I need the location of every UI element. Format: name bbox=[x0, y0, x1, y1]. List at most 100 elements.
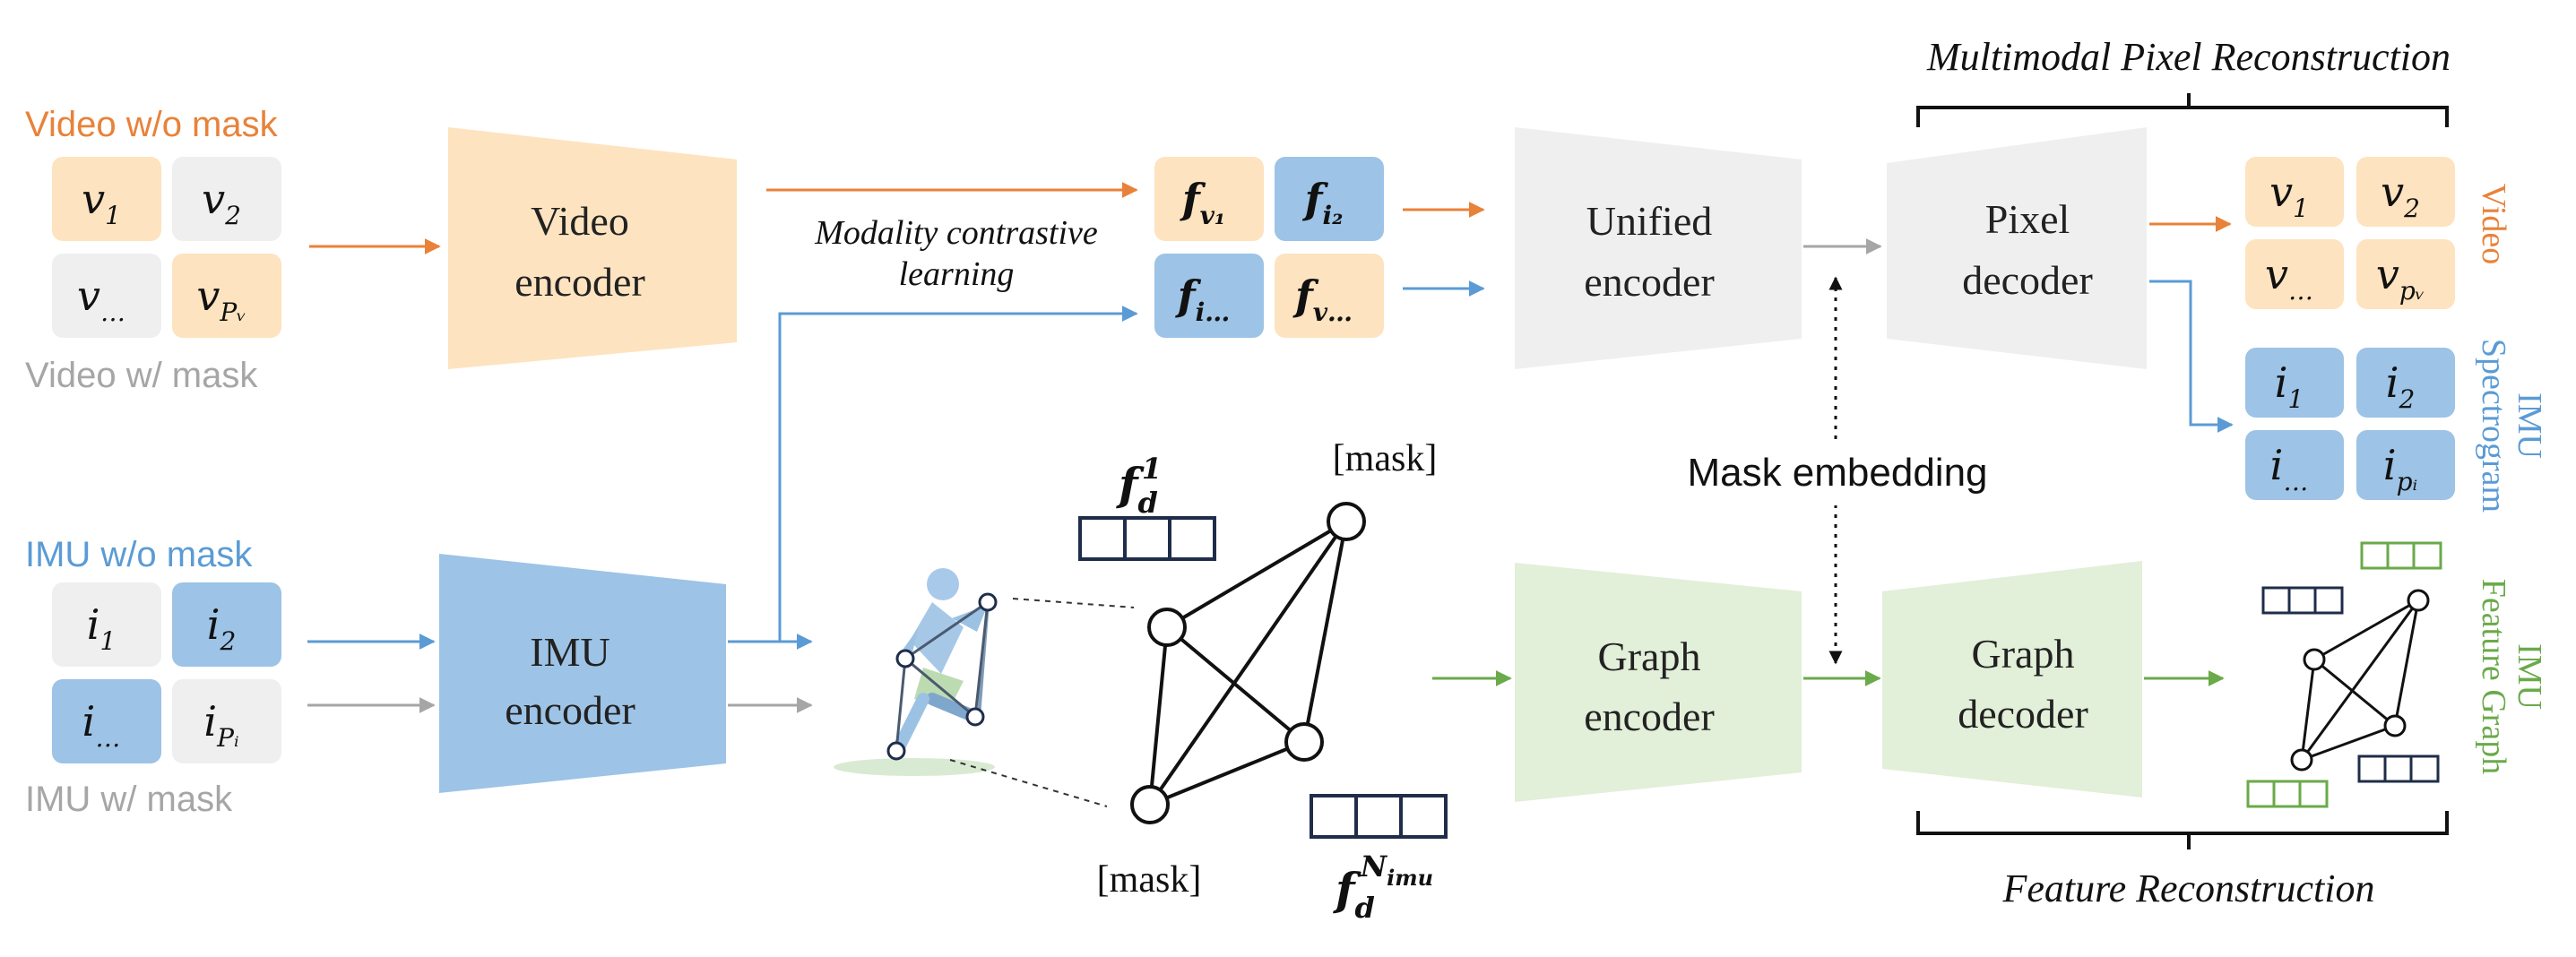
video-output-token-symbol: vpᵥ bbox=[2376, 250, 2425, 306]
video-input-token-1: v1 bbox=[52, 157, 161, 241]
imu-output-token-box bbox=[2245, 348, 2344, 418]
graph-node-masked bbox=[1327, 502, 1366, 541]
imu-output-token-3: i… bbox=[2245, 430, 2344, 500]
video-with-mask-label: Video w/ mask bbox=[25, 356, 258, 395]
side-label-imu-spectrogram-line1: IMU bbox=[2511, 392, 2548, 459]
pixel-decoder-block bbox=[1887, 127, 2147, 369]
output-feature-vector-navy-1 bbox=[2261, 586, 2344, 615]
feature-token-1: fv₁ bbox=[1154, 157, 1264, 241]
video-output-token-symbol: v1 bbox=[2269, 168, 2309, 223]
video-input-token-box bbox=[52, 254, 161, 338]
feature-token-4: fv… bbox=[1275, 254, 1384, 338]
video-output-tokens: v1 v2 v… vpᵥ bbox=[2245, 157, 2455, 309]
graph-edge bbox=[1149, 740, 1305, 806]
output-graph-node bbox=[2290, 748, 2313, 772]
feature-token-box bbox=[1154, 157, 1264, 241]
imu-encoder-block bbox=[439, 554, 726, 793]
output-feature-vector-navy-2 bbox=[2357, 754, 2440, 783]
skeleton-joint-foot bbox=[886, 741, 906, 761]
unified-encoder-label-line1: Unified bbox=[1586, 198, 1713, 244]
feature-vector-top-symbol: fd1 bbox=[1116, 452, 1162, 520]
feature-token-symbol: fi₂ bbox=[1302, 175, 1344, 230]
reconstructed-feature-graph bbox=[2290, 589, 2430, 772]
graph-node-masked bbox=[1130, 785, 1170, 824]
mask-embedding-label-bg bbox=[1667, 443, 2008, 505]
skeleton-joint-knee bbox=[965, 707, 985, 727]
output-graph-edge bbox=[2313, 599, 2419, 661]
flow-arrows bbox=[307, 182, 2234, 713]
output-graph-node bbox=[2303, 648, 2326, 671]
feature-reconstruction-brace bbox=[1916, 811, 2449, 849]
graph-decoder-label-line2: decoder bbox=[1958, 691, 2088, 737]
imu-output-token-1: i1 bbox=[2245, 348, 2344, 418]
graph-encoder-block bbox=[1515, 563, 1802, 802]
graph-decoder-label-line1: Graph bbox=[1972, 631, 2075, 677]
video-input-token-4: vPᵥ bbox=[172, 254, 281, 338]
feature-vector-top bbox=[1078, 516, 1216, 561]
mask-label-bottom: [mask] bbox=[1097, 859, 1202, 901]
graph-edge bbox=[1165, 520, 1348, 629]
imu-output-tokens: i1 i2 i… ipᵢ bbox=[2245, 348, 2455, 500]
video-output-token-box bbox=[2245, 239, 2344, 309]
feature-vector-bottom bbox=[1310, 794, 1448, 839]
video-input-token-symbol: v2 bbox=[202, 175, 241, 230]
video-input-token-2: v2 bbox=[172, 157, 281, 241]
skeleton-to-graph-dashed-bottom bbox=[949, 759, 1108, 807]
skeleton-bone-1 bbox=[904, 600, 989, 660]
unified-encoder-label-line2: encoder bbox=[1584, 259, 1715, 305]
imu-input-token-3: i… bbox=[52, 679, 161, 763]
input-feature-graph bbox=[1130, 502, 1366, 824]
skeleton-ground-shadow bbox=[834, 758, 995, 776]
imu-output-token-symbol: i1 bbox=[2275, 358, 2304, 414]
imu-input-token-symbol: i… bbox=[82, 697, 121, 753]
graph-edge bbox=[1302, 521, 1348, 743]
video-encoder-block bbox=[448, 127, 737, 369]
skeleton-arm-right bbox=[952, 605, 988, 632]
imu-input-token-symbol: iPᵢ bbox=[203, 697, 238, 753]
multimodal-pixel-reconstruction-title: Multimodal Pixel Reconstruction bbox=[1926, 35, 2451, 79]
imu-input-token-box bbox=[172, 582, 281, 667]
skeleton-head bbox=[927, 568, 959, 600]
skeleton-joint-hand bbox=[978, 592, 998, 612]
output-feature-vector-green-2 bbox=[2246, 780, 2329, 808]
pixel-decoder-label-line1: Pixel bbox=[1985, 196, 2070, 242]
output-graph-edge bbox=[2300, 659, 2316, 761]
feature-token-2: fi₂ bbox=[1275, 157, 1384, 241]
graph-edge bbox=[1148, 520, 1348, 806]
imu-output-token-symbol: i… bbox=[2270, 441, 2309, 496]
skeleton-bone-3 bbox=[895, 658, 907, 752]
video-output-token-symbol: v… bbox=[2265, 250, 2313, 306]
video-output-token-box bbox=[2356, 157, 2455, 227]
feature-token-box bbox=[1154, 254, 1264, 338]
video-encoder-label-line2: encoder bbox=[514, 259, 645, 305]
video-output-token-box bbox=[2356, 239, 2455, 309]
video-without-mask-label: Video w/o mask bbox=[25, 105, 279, 144]
output-graph-edge bbox=[2300, 599, 2420, 761]
graph-node bbox=[1284, 722, 1324, 762]
imu-output-token-symbol: i2 bbox=[2386, 358, 2416, 414]
imu-output-token-box bbox=[2356, 430, 2455, 500]
output-graph-edge bbox=[2313, 658, 2396, 728]
video-output-token-symbol: v2 bbox=[2381, 168, 2420, 223]
output-feature-vector-green-1 bbox=[2360, 541, 2442, 570]
imu-input-token-box bbox=[52, 582, 161, 667]
contrastive-learning-label-line2: learning bbox=[899, 255, 1015, 293]
mask-label-top: [mask] bbox=[1333, 438, 1438, 479]
output-graph-edge bbox=[2393, 599, 2420, 727]
imu-without-mask-label: IMU w/o mask bbox=[25, 535, 253, 574]
pixel-decoder-label-line2: decoder bbox=[1962, 257, 2093, 303]
output-graph-node bbox=[2383, 714, 2407, 737]
feature-token-box bbox=[1275, 254, 1384, 338]
feature-token-box bbox=[1275, 157, 1384, 241]
skeleton-to-graph-dashed-top bbox=[1012, 598, 1135, 608]
mask-embedding-label: Mask embedding bbox=[1687, 451, 1987, 495]
skeleton-figure-image bbox=[834, 568, 998, 776]
video-input-token-box bbox=[172, 254, 281, 338]
video-output-token-2: v2 bbox=[2356, 157, 2455, 227]
imu-input-token-2: i2 bbox=[172, 582, 281, 667]
imu-output-token-symbol: ipᵢ bbox=[2383, 441, 2417, 496]
side-label-imu-graph-line2: Feature Graph bbox=[2475, 579, 2512, 774]
